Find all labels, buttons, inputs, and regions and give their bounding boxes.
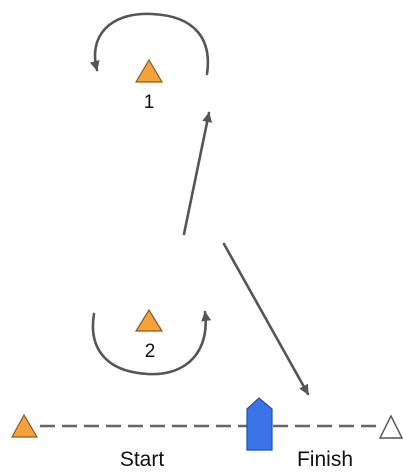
finish-pin-mark-icon (378, 414, 403, 439)
start-pin-mark-icon (10, 413, 39, 438)
mark-2-label: 2 (145, 341, 156, 362)
mark-1-label: 1 (144, 92, 155, 113)
finish-label: Finish (297, 448, 353, 471)
mark-1-icon (134, 58, 164, 83)
downwind-leg-arrow (222, 242, 310, 396)
committee-boat-icon (246, 397, 273, 451)
start-label: Start (120, 448, 165, 471)
rounding-loop-mark-1 (89, 12, 210, 76)
upwind-leg-arrow (182, 111, 213, 236)
rounding-loop-mark-2 (91, 310, 212, 376)
mark-2-icon (134, 308, 164, 332)
